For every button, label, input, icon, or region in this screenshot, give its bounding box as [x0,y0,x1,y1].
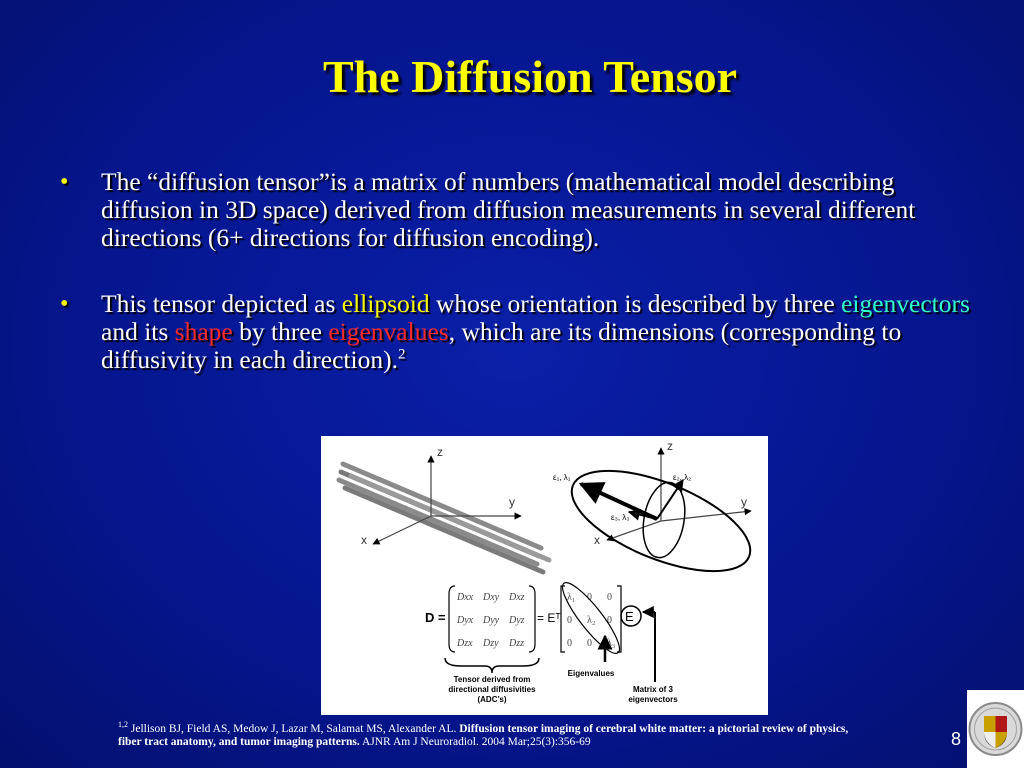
reference-journal: AJNR Am J Neuroradiol. 2004 Mar;25(3):35… [359,736,591,748]
label-eigenvalues: Eigenvalues [568,669,615,678]
label-tensor-line: (ADC’s) [477,695,506,704]
matrix-brace [444,657,540,674]
figure-labels: Tensor derived from directional diffusiv… [448,669,678,704]
matrix-cell: Dzz [508,638,524,649]
diag-cell: 0 [587,592,592,603]
reference-article: Diffusion tensor imaging of cerebral whi… [118,723,849,748]
bullet-item-1: • The “diffusion tensor”is a matrix of n… [60,168,980,252]
diag-cell: 0 [567,638,572,649]
figure-svg: z y x z y x ε₁, λ₁ ε₂, λ₂ ε₃, λ₃ D = Dxx… [336,439,752,704]
matrix-cell: Dzy [482,638,499,649]
bullet-list: • The “diffusion tensor”is a matrix of n… [60,168,980,412]
diag-cell: 0 [607,615,612,626]
matrix-bracket-right [528,585,536,653]
matrix-cell: Dxy [482,592,500,603]
diag-cell: λ₃ [607,638,615,649]
reference-sup: 1,2 [118,720,128,730]
diag-cell: λ₁ [567,592,575,603]
matrix-cell: Dxx [456,592,474,603]
university-seal [967,690,1024,768]
matrix-cell: Dyy [482,615,500,626]
eigen-label-2: ε₂, λ₂ [673,473,691,482]
seal-shield-icon [968,702,1023,756]
diffusion-tensor-figure: z y x z y x ε₁, λ₁ ε₂, λ₂ ε₃, λ₃ D = Dxx… [321,436,768,715]
page-number: 8 [951,729,962,749]
diag-cell: 0 [587,638,592,649]
eigen-label-1: ε₁, λ₁ [553,473,571,482]
diagonal-ellipse [561,582,621,654]
slide-title: The Diffusion Tensor [322,51,738,102]
left-axis-z-label: z [437,445,443,459]
matrix-bracket-left [448,585,456,653]
reference-citation: 1,2 Jellison BJ, Field AS, Medow J, Laza… [118,720,870,749]
left-axis-y-label: y [509,495,515,509]
bullet-dot-icon: • [60,169,69,195]
highlight-eigenvectors: eigenvectors [841,289,970,318]
bullet-text-2d: by three [232,317,329,346]
e-symbol: E [625,609,634,624]
label-matrix-line: Matrix of 3 [633,685,674,694]
matrix-cell: Dyx [456,615,474,626]
matrix-rhs: = Eᵀ [537,611,561,625]
highlight-shape: shape [174,317,233,346]
bullet-text-1: The “diffusion tensor”is a matrix of num… [101,167,916,252]
ellipsoid-icon [570,447,752,573]
citation-superscript: 2 [397,346,406,363]
bullet-text-2e: , which are its dimensions (correspondin… [101,317,902,374]
left-axis-x-label: x [361,533,367,547]
fiber-tubes-icon [336,461,552,575]
matrix-cell: Dyz [508,615,525,626]
reference-authors: Jellison BJ, Field AS, Medow J, Lazar M,… [128,723,460,735]
bullet-text-2b: whose orientation is described by three [429,289,842,318]
highlight-ellipsoid: ellipsoid [341,289,430,318]
label-tensor-line: directional diffusivities [448,685,536,694]
right-axis-z-label: z [667,439,673,453]
e-circle [620,605,642,627]
bullet-text-2a: This tensor depicted as [101,289,342,318]
matrix-cell: Dxz [508,592,525,603]
right-axis-y-label: y [741,495,747,509]
label-matrix-line: eigenvectors [628,695,678,704]
diag-cell: 0 [567,615,572,626]
eigen-label-3: ε₃, λ₃ [611,513,630,522]
label-tensor-line: Tensor derived from [454,675,531,684]
bullet-dot-icon: • [60,291,69,317]
highlight-eigenvalues: eigenvalues [328,317,449,346]
right-axis-x-label: x [594,533,600,547]
tensor-matrix: Dxx Dxy Dxz Dyx Dyy Dyz Dzx Dzy Dzz [456,592,525,649]
left-axes [372,455,522,545]
diag-cell: 0 [607,592,612,603]
diag-cell: λ₂ [587,615,595,626]
matrix-lhs: D = [425,610,446,625]
matrix-cell: Dzx [456,638,473,649]
bullet-text-2c: and its [101,317,175,346]
bullet-item-2: • This tensor depicted as ellipsoid whos… [60,290,980,374]
